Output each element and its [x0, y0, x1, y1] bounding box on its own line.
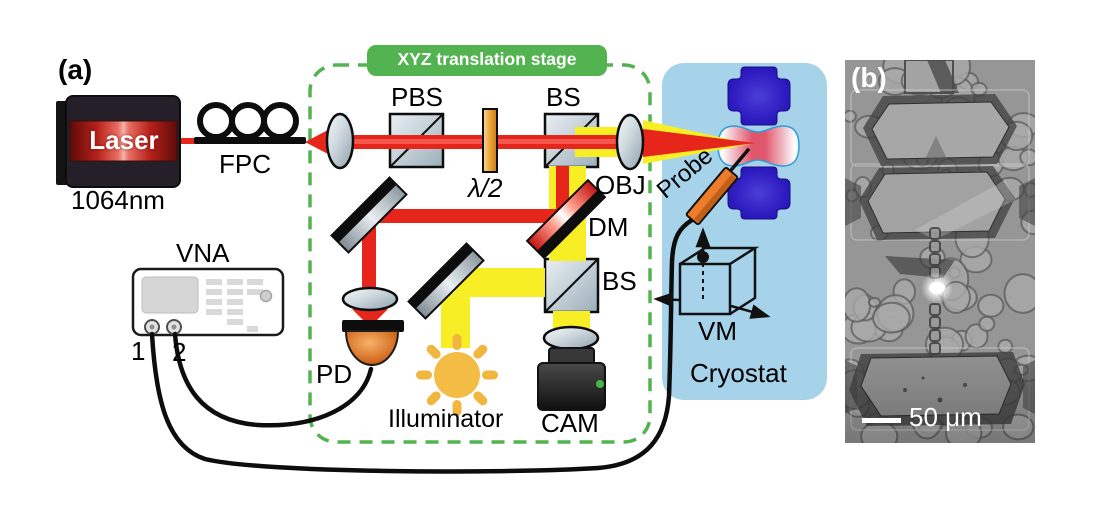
panel-b-micrograph	[845, 60, 1035, 443]
cryostat-label: Cryostat	[690, 358, 787, 388]
steering-mirror-2	[407, 242, 485, 320]
cam-lens	[542, 325, 600, 351]
illuminator-label: Illuminator	[388, 405, 504, 433]
sample-resonator	[717, 66, 800, 220]
vna-device	[131, 267, 285, 337]
vna-knob	[259, 289, 273, 303]
vibrometer-cube	[653, 227, 771, 319]
photodetector	[342, 320, 404, 366]
scale-bar	[862, 418, 901, 423]
pbs-label: PBS	[391, 82, 444, 112]
vibrometer-label: VM	[698, 316, 737, 346]
vna-buttons	[206, 279, 263, 332]
vna-label: VNA	[176, 238, 230, 268]
vna-port2-label: 2	[172, 337, 187, 367]
dichroic-mirror	[525, 178, 607, 260]
laser-wavelength-label: 1064nm	[71, 185, 165, 215]
half-wave-plate-label: λ/2	[468, 173, 503, 203]
laser-label: Laser	[89, 125, 159, 155]
objective-label: OBJ	[595, 170, 646, 200]
dichroic-mirror-label: DM	[588, 212, 629, 242]
illuminator-sun-icon	[416, 334, 498, 416]
cable-vna-probe	[149, 217, 695, 474]
tether-chain	[929, 227, 941, 355]
scale-bar-label: 50 μm	[909, 402, 982, 432]
panel-a-label: (a)	[58, 54, 93, 85]
camera-device	[537, 347, 606, 411]
collimation-lens	[325, 112, 355, 170]
half-wave-plate	[482, 108, 498, 173]
pd-lens	[341, 286, 399, 312]
bs-cube-camera	[543, 257, 600, 314]
bs-top-label: BS	[546, 82, 581, 112]
steering-mirror-1	[330, 176, 408, 254]
laser-device	[56, 95, 181, 188]
stage-badge	[367, 45, 607, 76]
fpc-label: FPC	[219, 149, 271, 179]
vna-port1-label: 1	[131, 336, 146, 366]
fpc-coils	[194, 102, 306, 144]
cable-vna-pd	[172, 331, 374, 428]
camera-led	[596, 380, 604, 388]
stage-badge-label: XYZ translation stage	[397, 49, 577, 69]
bs-camera-label: BS	[602, 266, 637, 296]
photodetector-label: PD	[316, 359, 353, 389]
panel-b-image: (b) 50 μm	[845, 60, 1035, 443]
camera-label: CAM	[541, 408, 599, 438]
panel-b-label: (b)	[851, 62, 887, 93]
objective-lens	[615, 113, 645, 171]
probe-device	[685, 147, 751, 226]
